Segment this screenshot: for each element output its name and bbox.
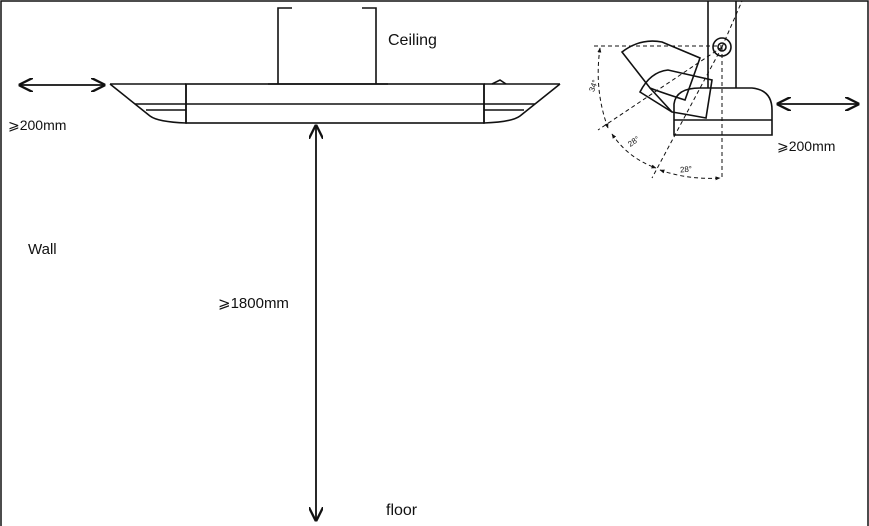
right-clearance-label: ⩾200mm bbox=[777, 138, 836, 154]
angle-guides bbox=[594, 0, 743, 180]
side-view-head-horizontal bbox=[673, 87, 773, 136]
angle-arcs bbox=[597, 47, 721, 181]
ceiling-label: Ceiling bbox=[388, 32, 437, 49]
side-view-tilted-head-1 bbox=[620, 40, 702, 101]
side-view-pole bbox=[707, 1, 737, 88]
heater-front-view bbox=[109, 79, 561, 124]
side-view-tilted-head-2 bbox=[638, 69, 713, 119]
ceiling-bracket bbox=[268, 7, 388, 85]
left-clearance-label: ⩾200mm bbox=[8, 117, 67, 133]
floor-label: floor bbox=[386, 502, 418, 519]
angle-label-3: 28° bbox=[679, 164, 693, 175]
wall-label: Wall bbox=[28, 241, 57, 258]
min-height-label: ⩾1800mm bbox=[218, 295, 289, 312]
